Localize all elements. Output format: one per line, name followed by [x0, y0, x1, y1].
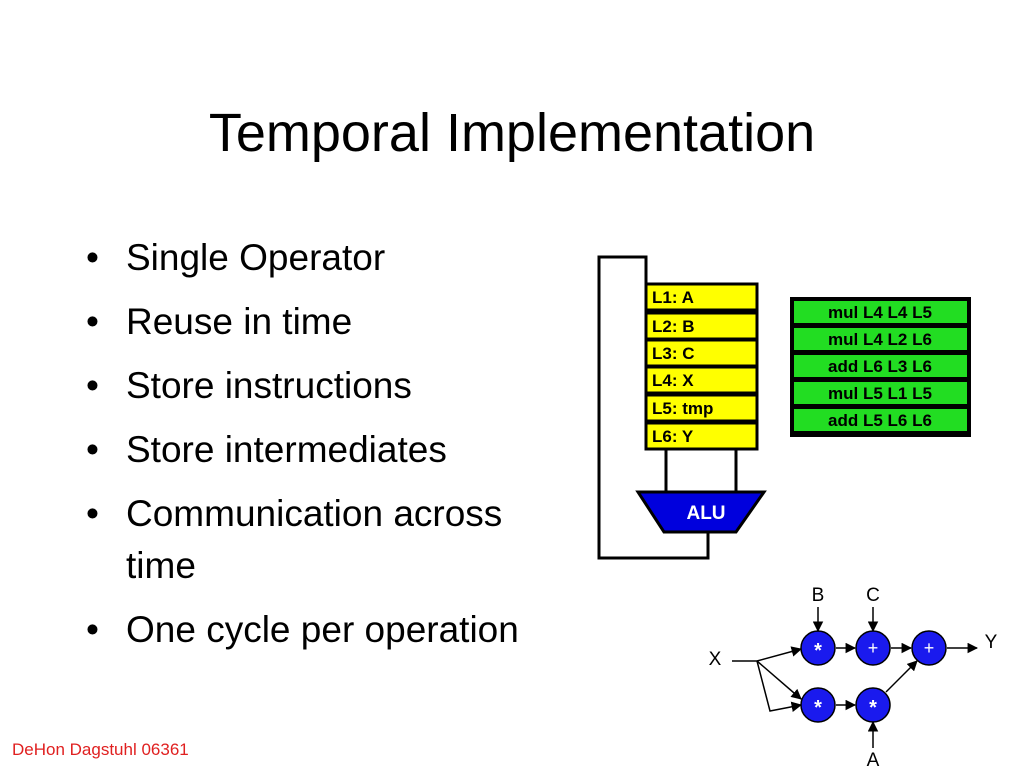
register-label: L1: A [652, 288, 694, 307]
feedback-wire [597, 255, 710, 560]
op-symbol: * [869, 697, 877, 719]
instruction-text: add L5 L6 L6 [828, 411, 932, 430]
op-symbol: + [924, 638, 935, 658]
bullet-list: Single Operator Reuse in time Store inst… [86, 232, 546, 668]
bullet-item: Store instructions [86, 360, 546, 412]
op-node-mul-1: * [800, 630, 836, 666]
register-file: L1: A L2: B L3: C L4: X L5: tmp L6: Y [644, 282, 759, 451]
input-label-b: B [812, 585, 825, 606]
op-node-add-2: + [911, 630, 947, 666]
instruction-text: add L6 L3 L6 [828, 357, 932, 376]
op-symbol: * [814, 640, 822, 662]
input-label-a: A [867, 750, 880, 768]
op-node-add-1: + [855, 630, 891, 666]
instruction-text: mul L5 L1 L5 [828, 384, 932, 403]
output-label-y: Y [985, 632, 998, 653]
instruction-memory: mul L4 L4 L5 mul L4 L2 L6 add L6 L3 L6 m… [790, 297, 971, 437]
instruction-text: mul L4 L4 L5 [828, 303, 932, 322]
bullet-item: Single Operator [86, 232, 546, 284]
footer-credit: DeHon Dagstuhl 06361 [12, 740, 189, 759]
bullet-item: Communication across time [86, 488, 546, 592]
op-symbol: * [814, 697, 822, 719]
input-label-c: C [866, 585, 880, 606]
slide-title: Temporal Implementation [208, 103, 816, 163]
register-label: L6: Y [652, 427, 694, 446]
register-label: L3: C [652, 344, 695, 363]
input-label-x: X [709, 649, 722, 670]
alu-label: ALU [686, 503, 725, 524]
bullet-item: Reuse in time [86, 296, 546, 348]
instruction-text: mul L4 L2 L6 [828, 330, 932, 349]
op-node-mul-2: * [800, 687, 836, 723]
register-label: L4: X [652, 371, 694, 390]
register-label: L2: B [652, 317, 695, 336]
register-label: L5: tmp [652, 399, 713, 418]
bullet-item: One cycle per operation [86, 604, 546, 656]
op-node-mul-3: * [855, 687, 891, 723]
alu-block [635, 490, 767, 534]
bullet-item: Store intermediates [86, 424, 546, 476]
dataflow-edges [732, 607, 979, 748]
op-symbol: + [868, 638, 879, 658]
